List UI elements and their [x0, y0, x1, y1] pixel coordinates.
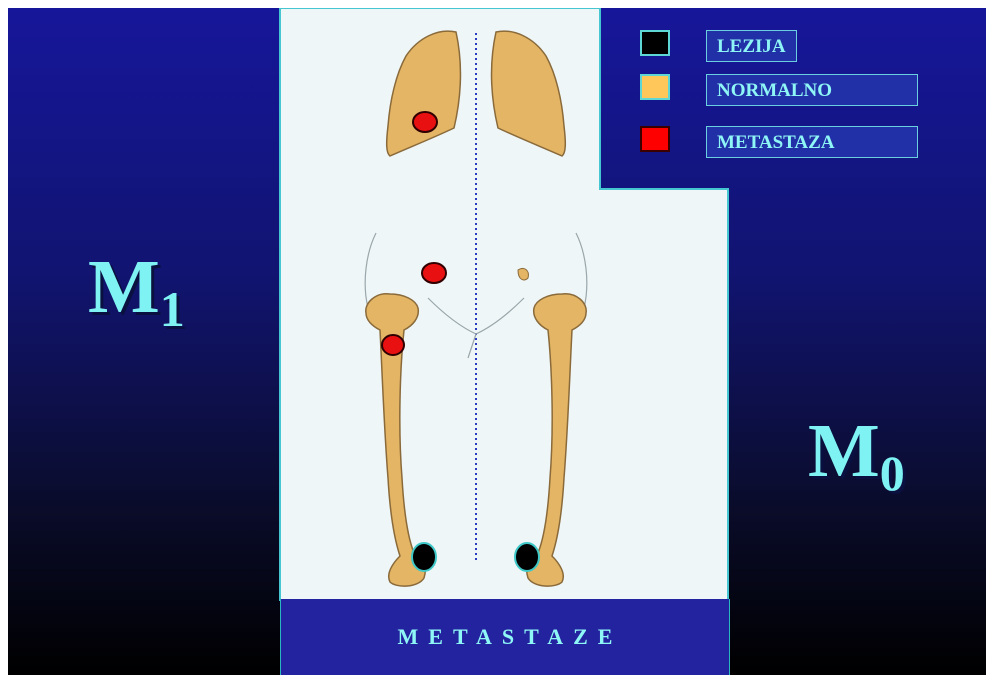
slide: M1 M0 LEZIJA NO: [8, 8, 986, 675]
footer-bar: METASTAZE: [280, 599, 730, 675]
legend-label-metastaza: METASTAZA: [706, 126, 918, 158]
m1-subscript: 1: [160, 281, 185, 337]
m0-main: M: [808, 409, 880, 493]
m1-main: M: [88, 245, 160, 329]
legend-swatch-orange: [640, 74, 670, 100]
footer-title: METASTAZE: [388, 624, 623, 650]
legend-label-lezija: LEZIJA: [706, 30, 797, 62]
metastasis-pelvis: [422, 263, 446, 283]
legend-label-normalno: NORMALNO: [706, 74, 918, 106]
m0-subscript: 0: [880, 445, 905, 501]
metastasis-femur: [382, 335, 404, 355]
legend-swatch-red: [640, 126, 670, 152]
m1-label: M1: [88, 244, 185, 331]
lesion-left-knee: [412, 543, 436, 571]
m0-label: M0: [808, 408, 905, 495]
lesion-right-knee: [515, 543, 539, 571]
metastasis-lung: [413, 112, 437, 132]
legend-swatch-black: [640, 30, 670, 56]
